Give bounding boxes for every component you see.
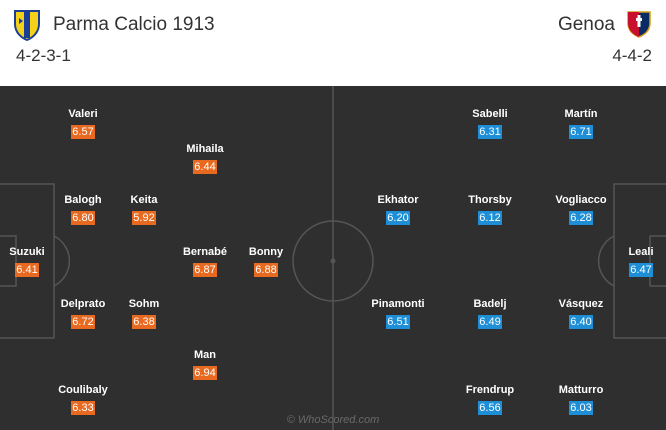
player-name: Bonny: [248, 246, 284, 258]
player-name: Pinamonti: [371, 298, 425, 310]
player-rating: 6.94: [193, 366, 217, 380]
player-name: Mihaila: [186, 143, 224, 155]
player-valeri[interactable]: Valeri 6.57: [53, 108, 113, 140]
player-coulibaly[interactable]: Coulibaly 6.33: [53, 384, 113, 416]
away-formation: 4-4-2: [612, 46, 652, 65]
player-name: Valeri: [68, 108, 98, 120]
player-name: Sabelli: [472, 108, 508, 120]
genoa-crest-icon: [627, 11, 651, 38]
player-rating: 6.33: [71, 401, 95, 415]
player-frendrup[interactable]: Frendrup 6.56: [460, 384, 520, 416]
player-name: Matturro: [558, 384, 604, 396]
player-vogliacco[interactable]: Vogliacco 6.28: [551, 194, 611, 226]
player-matturro[interactable]: Matturro 6.03: [551, 384, 611, 416]
player-rating: 6.51: [386, 315, 410, 329]
player-name: Balogh: [64, 194, 102, 206]
player-keita[interactable]: Keita 5.92: [114, 194, 174, 226]
player-suzuki[interactable]: Suzuki 6.41: [0, 246, 57, 278]
player-name: Man: [194, 349, 216, 361]
player-rating: 6.87: [193, 263, 217, 277]
player-rating: 6.38: [132, 315, 156, 329]
parma-crest-icon: [14, 10, 40, 42]
player-pinamonti[interactable]: Pinamonti 6.51: [368, 298, 428, 330]
player-name: Vogliacco: [555, 194, 607, 206]
player-rating: 6.31: [478, 125, 502, 139]
player-rating: 6.03: [569, 401, 593, 415]
player-rating: 6.20: [386, 211, 410, 225]
match-header: Parma Calcio 1913 4-2-3-1 Genoa 4-4-2: [0, 0, 666, 86]
player-name: Frendrup: [465, 384, 515, 396]
watermark: © WhoScored.com: [286, 414, 380, 426]
player-balogh[interactable]: Balogh 6.80: [53, 194, 113, 226]
player-name: Bernabé: [182, 246, 228, 258]
player-rating: 6.41: [15, 263, 39, 277]
away-team-name[interactable]: Genoa: [557, 14, 615, 35]
player-bernabe[interactable]: Bernabé 6.87: [175, 246, 235, 278]
player-name: Badelj: [473, 298, 507, 310]
player-rating: 6.80: [71, 211, 95, 225]
player-rating: 6.47: [629, 263, 653, 277]
player-rating: 6.44: [193, 160, 217, 174]
player-rating: 6.56: [478, 401, 502, 415]
player-badelj[interactable]: Badelj 6.49: [460, 298, 520, 330]
player-name: Coulibaly: [58, 384, 108, 396]
player-sohm[interactable]: Sohm 6.38: [114, 298, 174, 330]
home-formation: 4-2-3-1: [16, 46, 71, 65]
player-name: Leali: [628, 246, 654, 258]
player-man[interactable]: Man 6.94: [175, 349, 235, 381]
player-thorsby[interactable]: Thorsby 6.12: [460, 194, 520, 226]
player-vasquez[interactable]: Vásquez 6.40: [551, 298, 611, 330]
pitch-markings: [0, 86, 666, 430]
player-mihaila[interactable]: Mihaila 6.44: [175, 143, 235, 175]
player-delprato[interactable]: Delprato 6.72: [53, 298, 113, 330]
player-name: Keita: [130, 194, 158, 206]
player-rating: 6.49: [478, 315, 502, 329]
player-rating: 6.88: [254, 263, 278, 277]
player-martin[interactable]: Martín 6.71: [551, 108, 611, 140]
player-ekhator[interactable]: Ekhator 6.20: [368, 194, 428, 226]
player-rating: 6.71: [569, 125, 593, 139]
pitch: Suzuki 6.41 Valeri 6.57 Balogh 6.80 Delp…: [0, 86, 666, 430]
player-name: Ekhator: [377, 194, 419, 206]
player-name: Thorsby: [468, 194, 512, 206]
player-leali[interactable]: Leali 6.47: [611, 246, 666, 278]
player-name: Delprato: [60, 298, 106, 310]
player-rating: 6.57: [71, 125, 95, 139]
player-sabelli[interactable]: Sabelli 6.31: [460, 108, 520, 140]
player-rating: 6.40: [569, 315, 593, 329]
player-name: Suzuki: [9, 246, 45, 258]
player-name: Martín: [564, 108, 598, 120]
player-rating: 6.12: [478, 211, 502, 225]
player-rating: 5.92: [132, 211, 156, 225]
player-rating: 6.28: [569, 211, 593, 225]
player-name: Vásquez: [558, 298, 604, 310]
player-rating: 6.72: [71, 315, 95, 329]
home-team-name[interactable]: Parma Calcio 1913: [53, 14, 215, 35]
player-bonny[interactable]: Bonny 6.88: [236, 246, 296, 278]
player-name: Sohm: [128, 298, 160, 310]
